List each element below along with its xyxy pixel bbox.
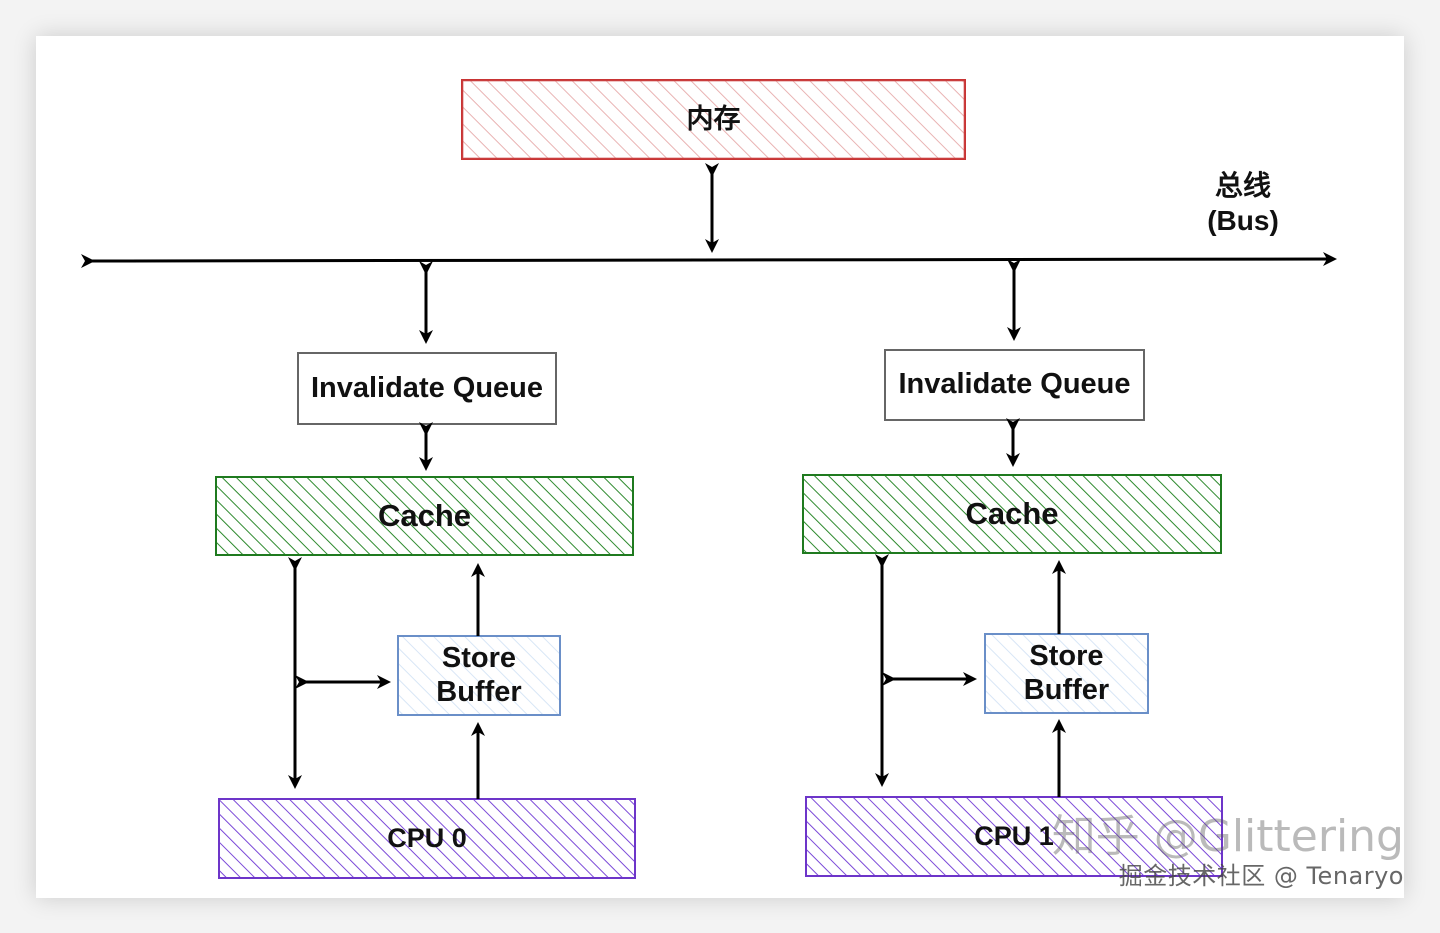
- left-invalidate-queue-label: Invalidate Queue: [310, 371, 544, 404]
- left-cpu-label: CPU 0: [387, 822, 467, 853]
- left-invalidate-queue-box: [297, 352, 557, 425]
- right-store-buffer-line-2: Buffer: [1023, 673, 1110, 706]
- left-store-buffer-label: Store Buffer: [398, 636, 560, 715]
- right-invalidate-queue-box: [884, 349, 1145, 421]
- watermark: 知乎 @Glittering 掘金技术社区 @ Tenaryo: [1052, 800, 1404, 891]
- left-store-buffer-line-1: Store: [441, 642, 517, 675]
- left-cpu-box: [218, 798, 636, 879]
- bus-label-line-1: 总线: [1214, 170, 1271, 201]
- right-cpu-box: [805, 796, 1223, 877]
- bus-label: 总线 (Bus): [1188, 168, 1298, 238]
- bus-label-line-2: (Bus): [1207, 205, 1279, 236]
- right-store-buffer-label: Store Buffer: [985, 634, 1148, 713]
- watermark-line-1: 知乎 @Glittering: [1051, 811, 1404, 862]
- left-cache-label: Cache: [377, 498, 472, 534]
- right-invalidate-queue-label: Invalidate Queue: [898, 368, 1131, 401]
- right-cpu-label: CPU 1: [974, 820, 1054, 851]
- left-store-buffer-box: [397, 635, 561, 716]
- diagram-canvas: [36, 36, 1404, 898]
- watermark-line-2: 掘金技术社区 @ Tenaryo: [1118, 862, 1404, 890]
- memory-label: 内存: [686, 103, 741, 134]
- right-store-buffer-line-1: Store: [1029, 640, 1104, 673]
- right-store-buffer-box: [984, 633, 1149, 714]
- memory-box: [461, 79, 966, 160]
- right-cache-label: Cache: [965, 496, 1059, 532]
- left-store-buffer-line-2: Buffer: [436, 675, 522, 708]
- bus-line: [80, 252, 1337, 269]
- right-cache-box: [802, 474, 1222, 554]
- left-cache-box: [215, 476, 634, 556]
